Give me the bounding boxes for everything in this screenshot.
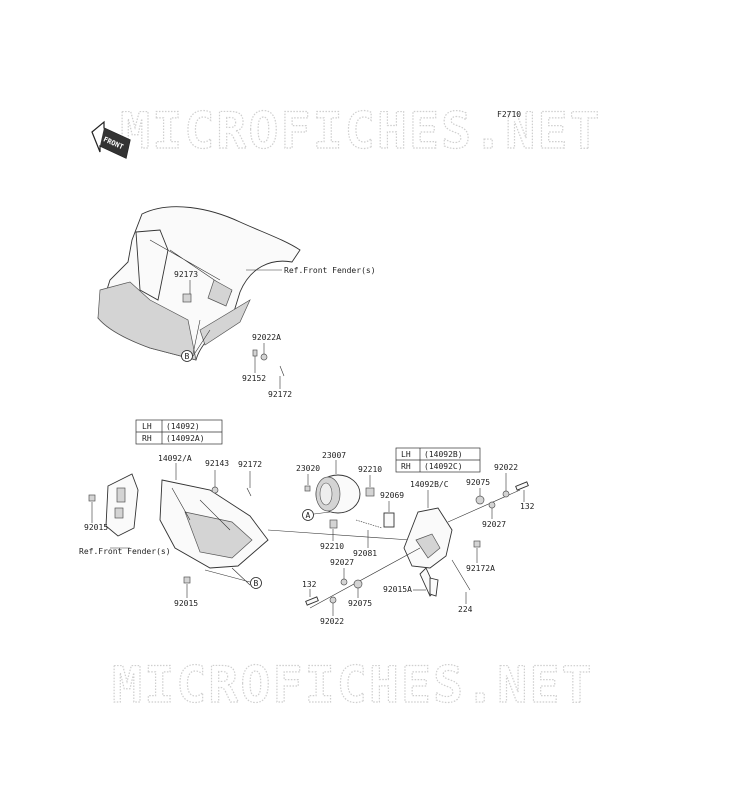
svg-text:B: B xyxy=(185,352,190,361)
label-92015-bottom: 92015 xyxy=(174,599,198,608)
label-92027-bottom: 92027 xyxy=(330,558,354,567)
callout-a-left: A xyxy=(302,509,314,521)
label-92172-top: 92172 xyxy=(268,390,292,399)
label-92069: 92069 xyxy=(380,491,404,500)
ref-front-fender-top: Ref.Front Fender(s) xyxy=(284,266,376,275)
label-92081: 92081 xyxy=(353,549,377,558)
svg-text:LH: LH xyxy=(401,450,411,459)
label-92172A: 92172A xyxy=(466,564,495,573)
screw-92172-icon xyxy=(279,365,285,377)
figure-code: F2710 xyxy=(497,110,521,119)
grommet-92027-top-icon xyxy=(488,501,496,509)
svg-text:RH: RH xyxy=(142,434,152,443)
svg-text:(14092): (14092) xyxy=(166,422,200,431)
grommet-92143-icon xyxy=(211,486,219,494)
label-92015-left: 92015 xyxy=(84,523,108,532)
label-14092-A: 14092/A xyxy=(158,454,192,463)
svg-text:(14092A): (14092A) xyxy=(166,434,205,443)
label-92015A: 92015A xyxy=(383,585,412,594)
watermark-top: MICROFICHES.NET xyxy=(120,102,602,160)
callout-b-top: B xyxy=(181,350,193,362)
label-92075-top: 92075 xyxy=(466,478,490,487)
label-132-bottom: 132 xyxy=(302,580,317,589)
bulb-23020-icon xyxy=(304,485,311,492)
label-132-top: 132 xyxy=(520,502,535,511)
ref-front-fender-left: Ref.Front Fender(s) xyxy=(79,547,171,556)
label-92022-bottom: 92022 xyxy=(320,617,344,626)
label-23007: 23007 xyxy=(322,451,346,460)
label-23020: 23020 xyxy=(296,464,320,473)
nut-92210-top-icon xyxy=(365,487,375,497)
upper-cowl-assembly xyxy=(97,206,301,361)
front-arrow-icon: FRONT xyxy=(91,120,131,159)
svg-text:B: B xyxy=(254,579,259,588)
clip-92015A-icon xyxy=(429,577,439,597)
bolt-224-icon xyxy=(451,559,471,591)
side-bracket-left xyxy=(105,473,139,537)
label-92152: 92152 xyxy=(242,374,266,383)
clip-92015-bottom-icon xyxy=(183,576,191,584)
watermark-bottom: MICROFICHES.NET xyxy=(112,656,594,714)
label-14092B-C: 14092B/C xyxy=(410,480,449,489)
grommet-92027-bottom-icon xyxy=(340,578,348,586)
nut-92210-bottom-icon xyxy=(329,519,338,529)
label-92022A: 92022A xyxy=(252,333,281,342)
clip-92015-left-icon xyxy=(88,494,96,502)
bolt-132-top-icon xyxy=(515,481,529,491)
headlight-unit xyxy=(315,474,361,514)
label-224: 224 xyxy=(458,605,473,614)
label-92210-top: 92210 xyxy=(358,465,382,474)
spring-92081-icon xyxy=(355,519,383,529)
collar-92075-bottom-icon xyxy=(353,579,363,589)
label-92027-top: 92027 xyxy=(482,520,506,529)
headlight-cover-left xyxy=(159,479,269,569)
screw-92172-mid-icon xyxy=(246,487,252,497)
svg-text:(14092C): (14092C) xyxy=(424,462,463,471)
callout-b-mid: B xyxy=(250,577,262,589)
label-92022-top: 92022 xyxy=(494,463,518,472)
washer-92022-top-icon xyxy=(502,490,510,498)
svg-text:LH: LH xyxy=(142,422,152,431)
bolt-132-bottom-icon xyxy=(305,596,319,606)
socket-92069-icon xyxy=(383,512,395,528)
collar-92075-top-icon xyxy=(475,495,485,505)
svg-text:RH: RH xyxy=(401,462,411,471)
table-right: LH (14092B) RH (14092C) xyxy=(395,447,481,473)
clip-92172A-icon xyxy=(473,540,481,548)
headlight-bracket-right xyxy=(403,507,453,597)
washer-92022A-icon xyxy=(260,353,268,361)
label-92075-bottom: 92075 xyxy=(348,599,372,608)
svg-text:A: A xyxy=(306,511,311,520)
washer-92022-bottom-icon xyxy=(329,596,337,604)
label-92143: 92143 xyxy=(205,459,229,468)
label-92210-bottom: 92210 xyxy=(320,542,344,551)
nut-92152-icon xyxy=(252,349,258,357)
table-left: LH (14092) RH (14092A) xyxy=(135,419,223,445)
label-92173: 92173 xyxy=(174,270,198,279)
svg-text:(14092B): (14092B) xyxy=(424,450,463,459)
label-92172-mid: 92172 xyxy=(238,460,262,469)
